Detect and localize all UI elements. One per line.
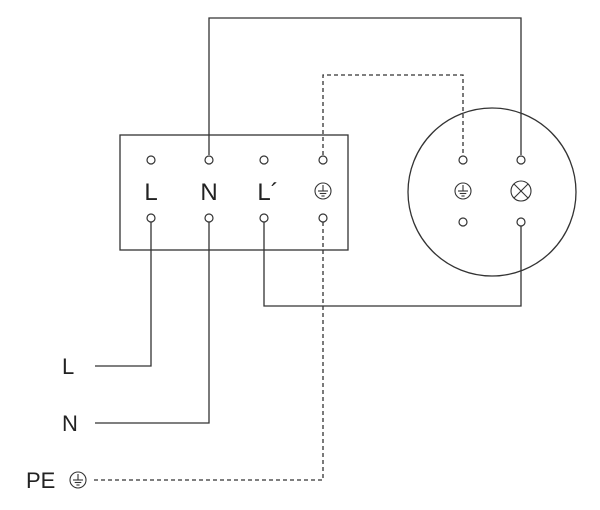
earth-ground-icon bbox=[69, 471, 87, 489]
wire-l-supply bbox=[95, 222, 152, 367]
supply-label-n: N bbox=[62, 411, 78, 436]
supply-label-pe: PE bbox=[26, 468, 55, 493]
terminal-earth-bottom bbox=[318, 213, 328, 223]
wire-n-to-lamp bbox=[208, 17, 522, 155]
wire-l-prime-to-lamp bbox=[263, 222, 522, 307]
terminal-l-prime-top bbox=[259, 155, 269, 165]
terminal-block bbox=[119, 134, 349, 251]
lamp-cross-icon bbox=[510, 180, 532, 202]
wire-earth-to-lamp bbox=[322, 74, 464, 155]
wire-pe-supply bbox=[93, 222, 324, 481]
earth-ground-icon bbox=[314, 182, 332, 200]
terminal-label-l: L bbox=[144, 179, 157, 206]
terminal-label-l-prime: L´ bbox=[257, 179, 278, 206]
terminal-l-top bbox=[146, 155, 156, 165]
terminal-l-prime-bottom bbox=[259, 213, 269, 223]
lamp-terminal-earth-top bbox=[458, 155, 468, 165]
terminal-l-bottom bbox=[146, 213, 156, 223]
lamp-terminal-live-bottom bbox=[516, 217, 526, 227]
terminal-n-bottom bbox=[204, 213, 214, 223]
supply-label-l: L bbox=[62, 354, 74, 379]
terminal-label-n: N bbox=[200, 179, 217, 206]
lamp-terminal-earth-bottom bbox=[458, 217, 468, 227]
earth-ground-icon bbox=[454, 182, 472, 200]
lamp-terminal-live-top bbox=[516, 155, 526, 165]
lamp-housing bbox=[407, 107, 577, 277]
wire-n-supply bbox=[95, 222, 210, 424]
terminal-n-top bbox=[204, 155, 214, 165]
terminal-earth-top bbox=[318, 155, 328, 165]
